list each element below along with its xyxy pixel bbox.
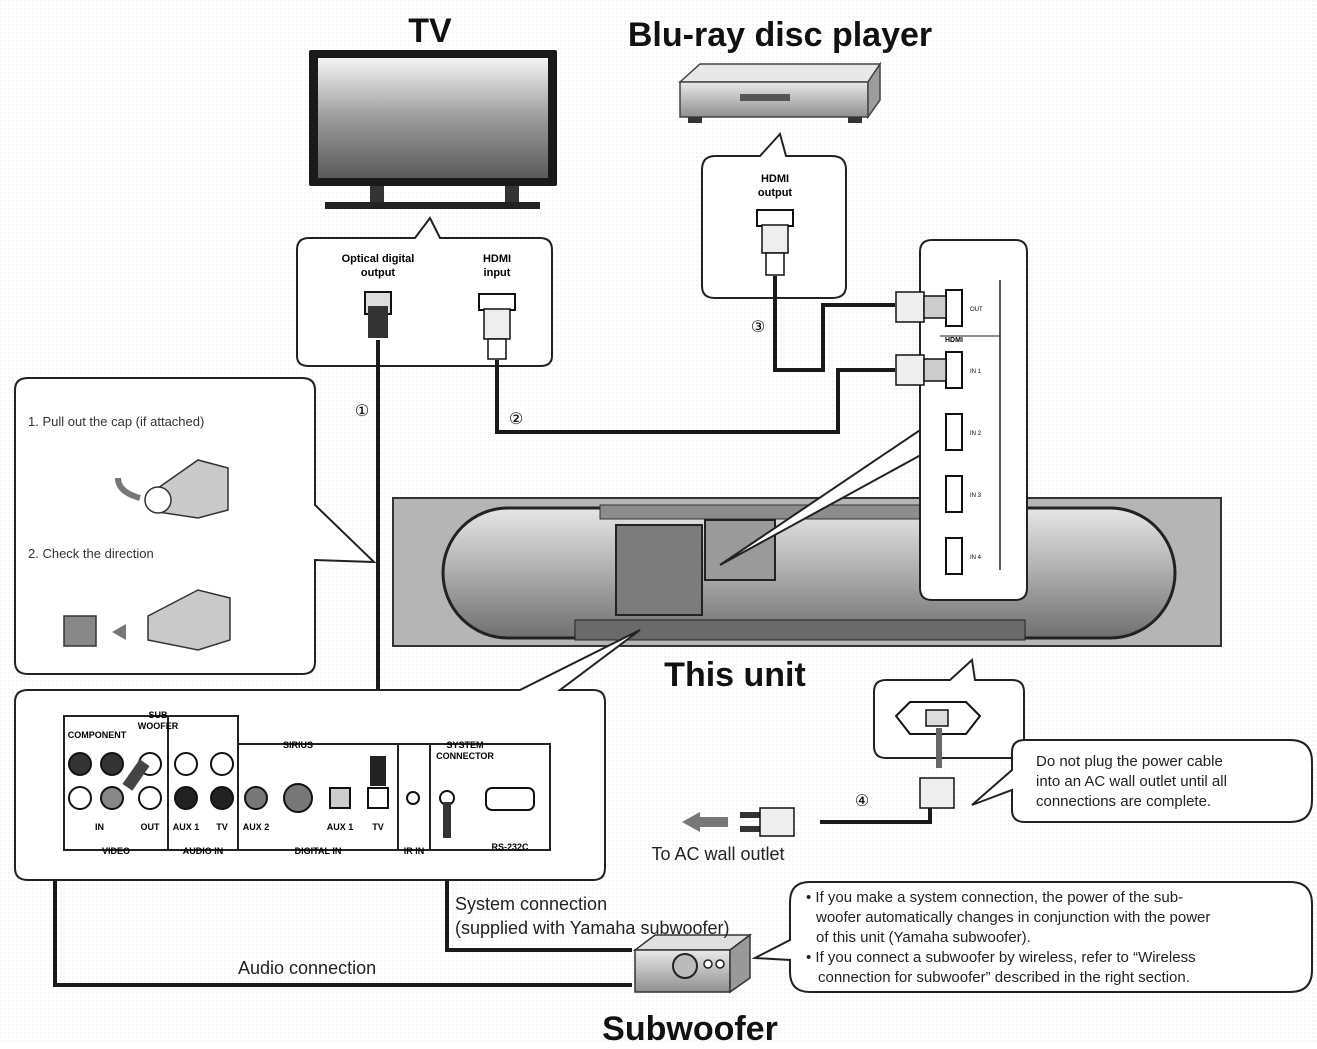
jack-label-in: IN	[95, 822, 104, 832]
cable-number-3: ③	[751, 319, 765, 336]
rear-panel-callout: COMPONENT SUB WOOFER SIRIUS SYSTEM CONNE…	[14, 629, 641, 881]
cable-number-4: ④	[855, 793, 869, 810]
pull-arrow-icon	[115, 477, 141, 501]
optical-output-label-line2: output	[361, 267, 396, 279]
group-label-ir-in: IR IN	[404, 846, 425, 856]
optical-plug	[368, 306, 388, 338]
unit-hdmi-in4-label: IN 4	[970, 555, 982, 561]
ac-outlet-label: To AC wall outlet	[651, 844, 784, 864]
system-plug-icon	[443, 802, 451, 838]
group-label-audio-in: AUDIO IN	[183, 846, 224, 856]
heading-bluray-player: Blu-ray disc player	[628, 16, 932, 54]
unit-hdmi-section-label: HDMI	[945, 337, 963, 344]
ac-plug	[682, 807, 795, 837]
system-connector-label-line1: SYSTEM	[446, 740, 483, 750]
heading-subwoofer: Subwoofer	[602, 1010, 778, 1044]
sub-note-bullet2-line2: connection for subwoofer” described in t…	[818, 969, 1190, 986]
optical-plug-direction-icon	[147, 589, 231, 651]
jack-label-tv: TV	[216, 822, 228, 832]
hdmi-input-label-line2: input	[484, 267, 511, 279]
hdmi-plug-player	[761, 224, 789, 254]
sirius-label: SIRIUS	[283, 740, 313, 750]
unit-hdmi-in3-label: IN 3	[970, 493, 982, 499]
audio-connection-label: Audio connection	[238, 958, 376, 978]
power-plug-unit-icon	[919, 777, 955, 809]
power-note-line2: into an AC wall outlet until all	[1036, 773, 1227, 790]
hdmi-plug-tv	[483, 308, 511, 340]
jack-label-out: OUT	[141, 822, 161, 832]
optical-output-label-line1: Optical digital	[342, 253, 415, 265]
tv-device	[309, 50, 557, 209]
bluray-player-device	[678, 61, 882, 123]
jack-label-aux1-digital: AUX 1	[327, 822, 354, 832]
optical-plug-rear-icon	[370, 756, 386, 786]
hdmi-input-label-line1: HDMI	[483, 253, 511, 265]
tv-hdmi-port	[478, 293, 516, 311]
insert-arrow-icon	[112, 624, 126, 640]
sub-note-bullet2-line1: • If you connect a subwoofer by wireless…	[806, 949, 1196, 966]
optical-steps-callout: 1. Pull out the cap (if attached) 2. Che…	[14, 377, 377, 675]
this-unit-device	[392, 497, 1222, 647]
system-connection-label-line1: System connection	[455, 894, 607, 914]
cable-hdmi-player	[773, 276, 895, 372]
tv-connector-callout: Optical digital output HDMI input	[296, 216, 553, 367]
subwoofer-device	[632, 933, 753, 994]
sub-woofer-label-line1: SUB	[148, 710, 168, 720]
unit-hdmi-in4-port	[945, 537, 963, 575]
player-connector-callout: HDMI output	[701, 131, 847, 299]
step2-text: 2. Check the direction	[28, 546, 154, 561]
heading-this-unit: This unit	[664, 656, 806, 694]
subwoofer-notes: • If you make a system connection, the p…	[751, 881, 1313, 993]
power-note: Do not plug the power cable into an AC w…	[971, 739, 1313, 823]
power-note-line3: connections are complete.	[1036, 793, 1211, 810]
ac-arrow-icon	[682, 812, 700, 832]
sub-note-bullet1-line2: woofer automatically changes in conjunct…	[815, 909, 1210, 926]
jack-label-rs232c: RS-232C	[491, 842, 529, 852]
audio-plug-icon	[122, 759, 150, 791]
hdmi-plug-unit-out	[895, 291, 925, 323]
component-label: COMPONENT	[68, 730, 127, 740]
unit-hdmi-in3-port	[945, 475, 963, 513]
optical-port-icon	[63, 615, 97, 647]
unit-hdmi-out-port	[945, 289, 963, 327]
system-connection-label-line2: (supplied with Yamaha subwoofer)	[455, 918, 729, 938]
group-label-digital-in: DIGITAL IN	[295, 846, 342, 856]
hdmi-output-label-line2: output	[758, 187, 793, 199]
jack-label-aux2: AUX 2	[243, 822, 270, 832]
unit-hdmi-in2-port	[945, 413, 963, 451]
power-up-arrow-icon	[936, 728, 942, 768]
ac-plug-icon	[759, 807, 795, 837]
player-hdmi-port	[756, 209, 794, 227]
hdmi-output-label-line1: HDMI	[761, 173, 789, 185]
system-connector-label-line2: CONNECTOR	[436, 751, 494, 761]
jack-label-tv-digital: TV	[372, 822, 384, 832]
cable-number-1: ①	[355, 403, 369, 420]
hdmi-plug-unit-in1	[895, 354, 925, 386]
unit-hdmi-panel: HDMI OUT IN 1 IN 2 IN 3 IN 4	[719, 239, 1028, 601]
power-note-line1: Do not plug the power cable	[1036, 753, 1223, 770]
sub-note-bullet1-line3: of this unit (Yamaha subwoofer).	[816, 929, 1031, 946]
unit-hdmi-in1-port	[945, 351, 963, 389]
cable-number-2: ②	[509, 411, 523, 428]
sub-woofer-label-line2: WOOFER	[138, 721, 179, 731]
unit-hdmi-out-label: OUT	[970, 307, 983, 313]
unit-hdmi-in1-label: IN 1	[970, 369, 982, 375]
heading-tv: TV	[408, 12, 452, 50]
step1-text: 1. Pull out the cap (if attached)	[28, 414, 204, 429]
group-label-video: VIDEO	[102, 846, 130, 856]
cable-hdmi-tv	[495, 360, 895, 434]
sub-note-bullet1-line1: • If you make a system connection, the p…	[806, 889, 1183, 906]
unit-hdmi-in2-label: IN 2	[970, 431, 982, 437]
jack-label-aux1: AUX 1	[173, 822, 200, 832]
